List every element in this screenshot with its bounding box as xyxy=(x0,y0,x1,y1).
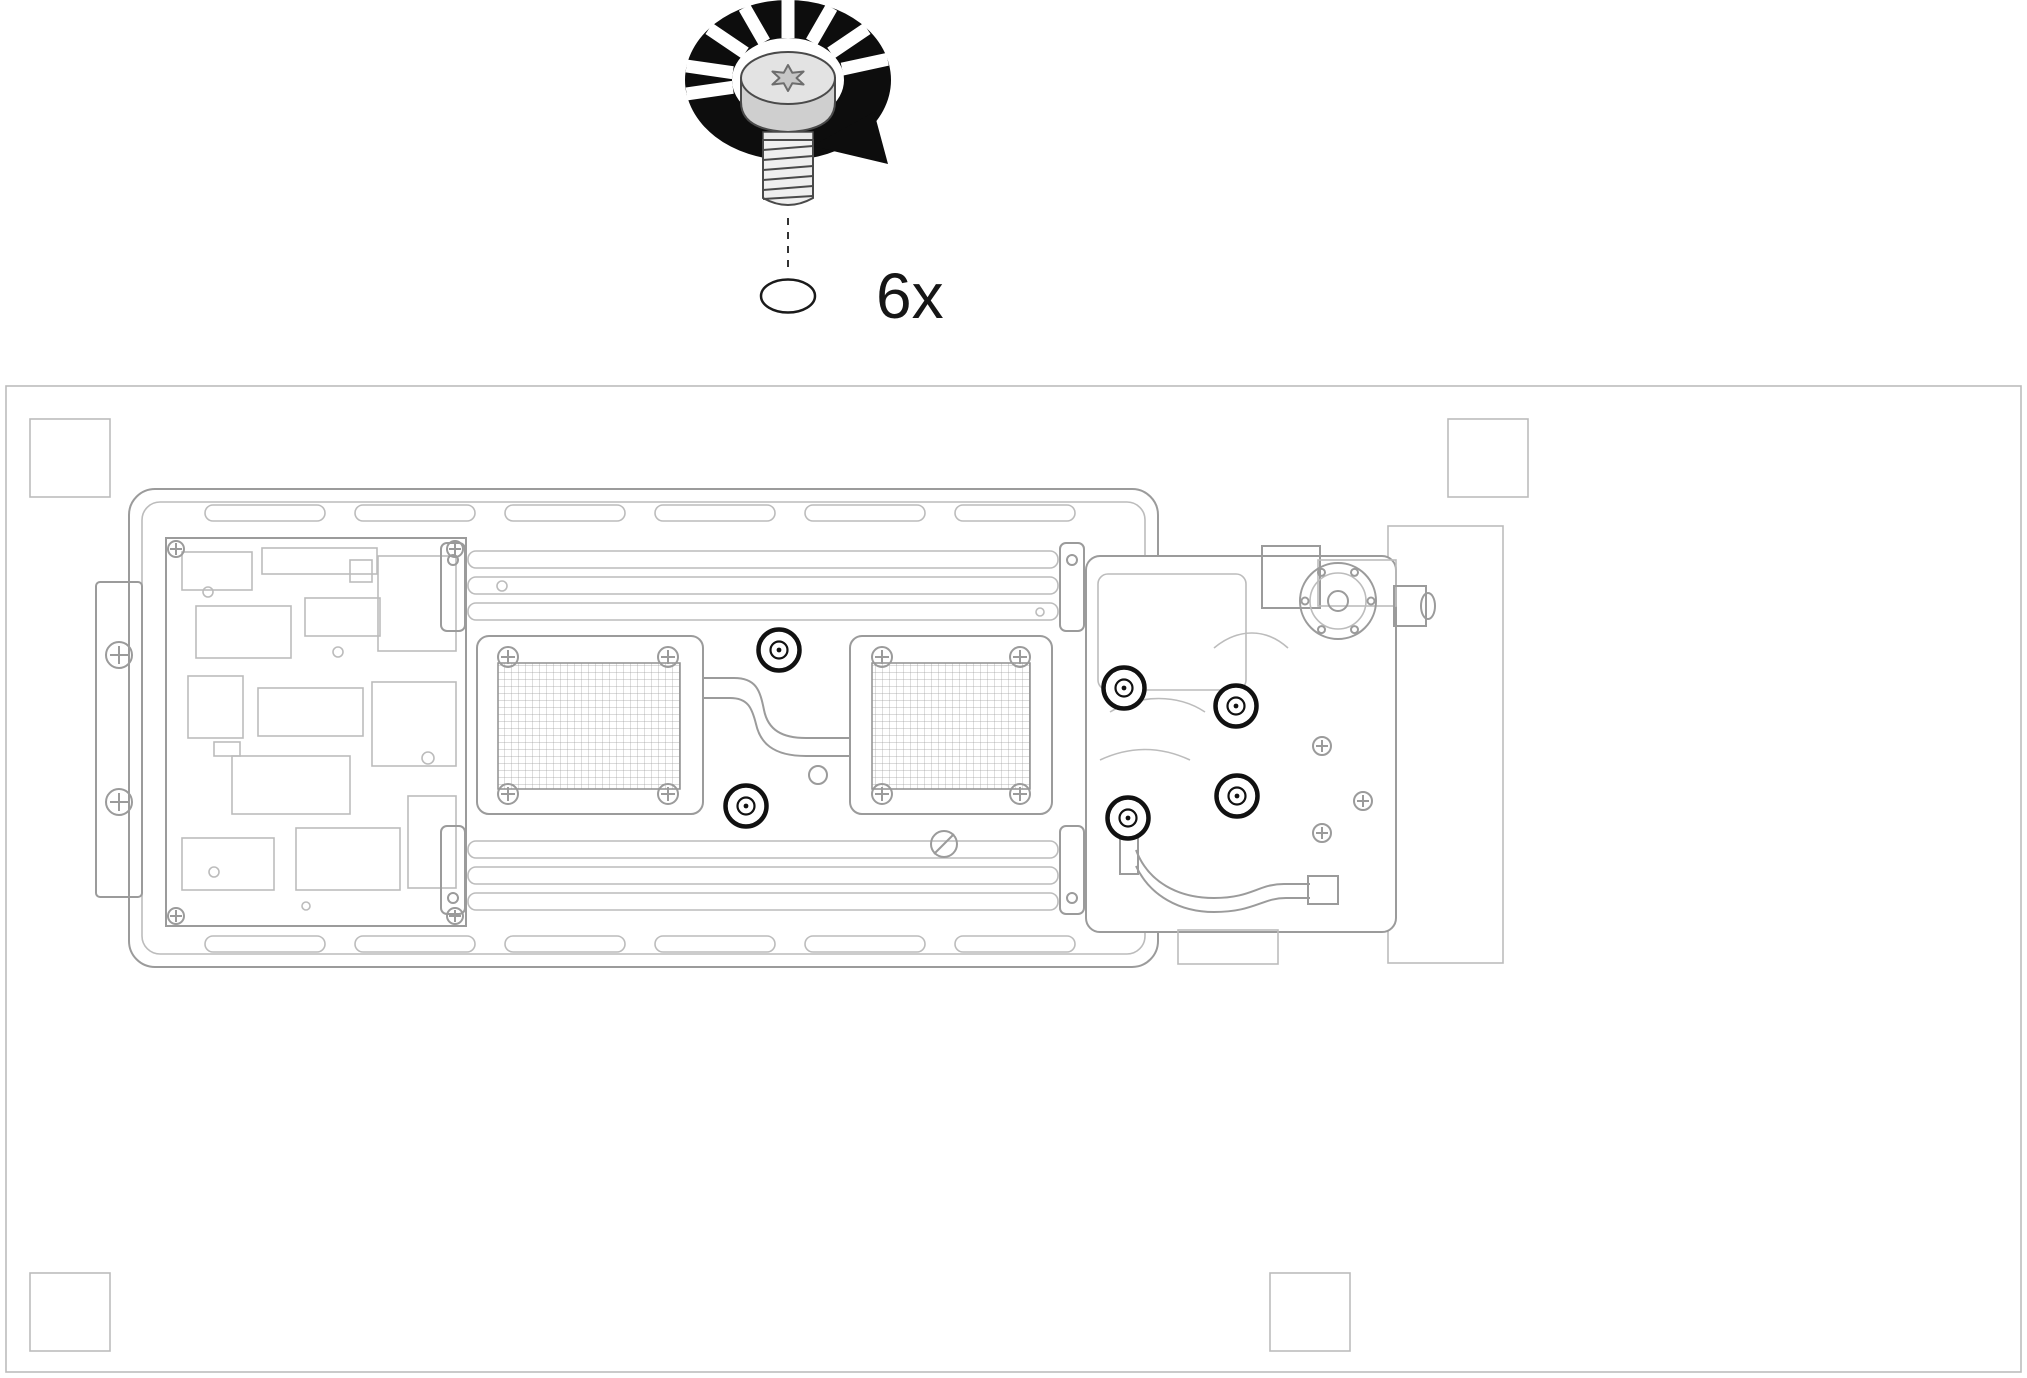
screw-callout: 6x xyxy=(685,0,944,332)
quick-connect-fitting xyxy=(1299,562,1436,640)
torx-socket xyxy=(771,64,805,92)
pcb-component-area xyxy=(165,537,467,927)
screw-target-marker xyxy=(723,783,769,829)
rotation-arrow-icon xyxy=(685,0,891,164)
screw-target-marker xyxy=(1214,773,1260,819)
block-foot xyxy=(1177,929,1279,965)
arrowhead xyxy=(812,112,888,164)
coolant-rails xyxy=(467,550,1059,911)
screw-target-markers xyxy=(723,627,1260,841)
chassis-corner-pads xyxy=(29,418,1529,1352)
screw-hole-icon xyxy=(759,278,817,314)
tube-clamp-bars xyxy=(440,542,1085,915)
torx-screw-icon xyxy=(740,51,836,206)
cold-plate-left xyxy=(476,635,704,815)
water-block xyxy=(1085,545,1436,965)
cold-plate-right xyxy=(849,635,1053,815)
quantity-label: 6x xyxy=(876,260,944,332)
tray-thumbscrew xyxy=(930,830,958,858)
interplate-tube xyxy=(703,677,850,785)
left-bracket xyxy=(95,581,143,898)
screw-target-marker xyxy=(1101,665,1147,711)
screw-target-marker xyxy=(1105,795,1151,841)
tray-assembly-drawing xyxy=(5,385,2022,1373)
screw-target-marker xyxy=(1213,683,1259,729)
screw-target-marker xyxy=(756,627,802,673)
